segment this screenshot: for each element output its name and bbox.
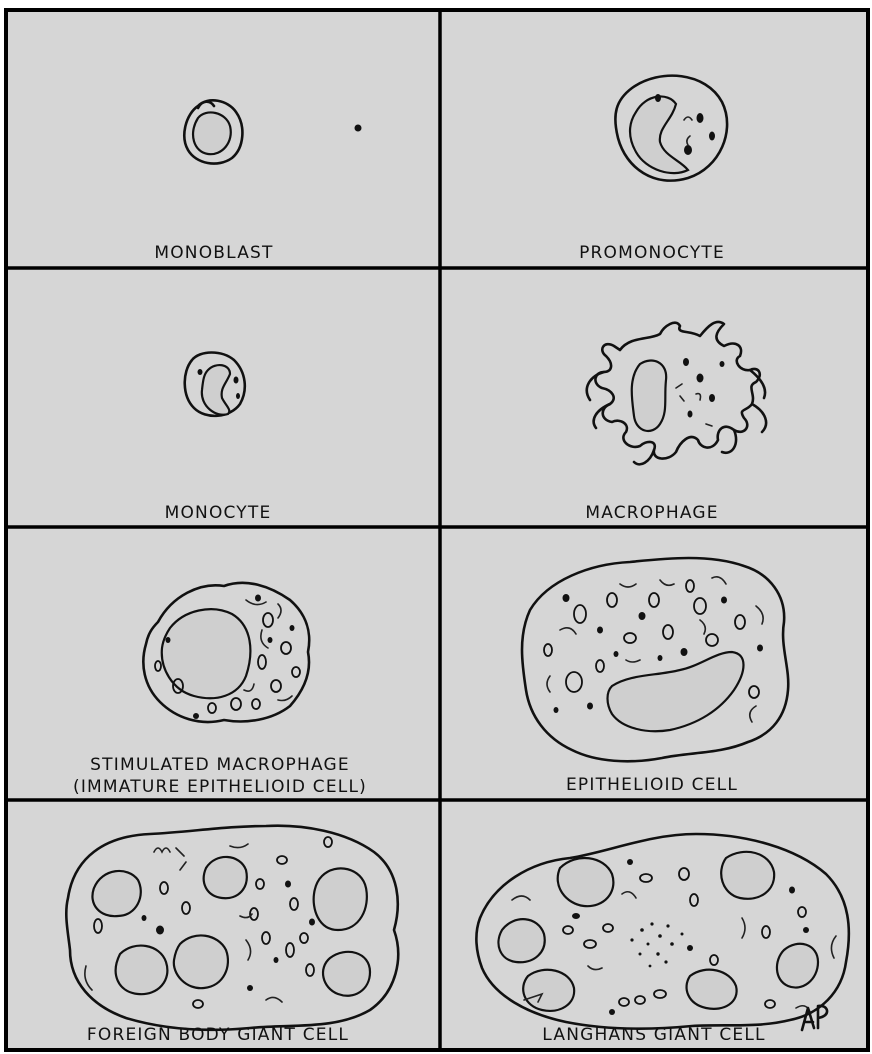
panel-label-langhans-giant-cell: LANGHANS GIANT CELL (542, 1025, 765, 1045)
panel-label-macrophage: MACROPHAGE (585, 503, 718, 523)
panel-label-epithelioid-cell: EPITHELIOID CELL (566, 775, 738, 795)
panel-label-promonocyte: PROMONOCYTE (579, 243, 725, 263)
panel-label-stimulated-macrophage-sub: (IMMATURE EPITHELIOID CELL) (73, 777, 367, 797)
panel-label-monocyte: MONOCYTE (165, 503, 272, 523)
panel-label-foreign-body-giant-cell: FOREIGN BODY GIANT CELL (87, 1025, 349, 1045)
panel-label-stimulated-macrophage: STIMULATED MACROPHAGE (90, 755, 350, 775)
panel-label-monoblast: MONOBLAST (154, 243, 273, 263)
